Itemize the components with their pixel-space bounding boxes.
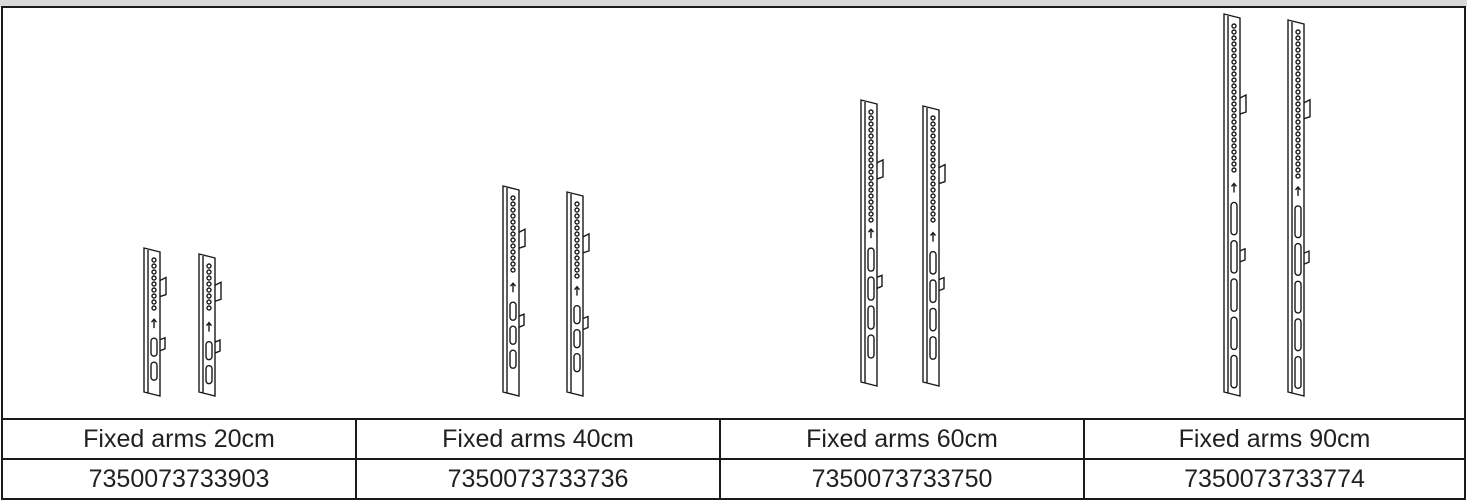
mounting-arm-icon — [860, 99, 884, 387]
mounting-arm-icon — [198, 253, 222, 397]
mounting-arm-icon — [566, 191, 590, 397]
arms-illustration — [143, 13, 1311, 397]
arms-illustration-row — [3, 8, 1464, 420]
product-name-row: Fixed arms 20cm Fixed arms 40cm Fixed ar… — [3, 420, 1464, 460]
mounting-arm-icon — [143, 247, 167, 397]
mounting-arm-icon — [1223, 13, 1247, 397]
product-code-cell: 7350073733774 — [1083, 460, 1464, 498]
product-code-row: 7350073733903 7350073733736 735007373375… — [3, 460, 1464, 498]
header-bar — [0, 0, 1467, 7]
product-table: Fixed arms 20cm Fixed arms 40cm Fixed ar… — [1, 6, 1466, 500]
product-code-cell: 7350073733903 — [88, 464, 270, 493]
product-name-cell: Fixed arms 40cm — [355, 420, 719, 458]
product-name-cell: Fixed arms 60cm — [719, 420, 1083, 458]
mounting-arm-icon — [922, 105, 946, 387]
product-name-cell: Fixed arms 90cm — [1083, 420, 1464, 458]
mounting-arm-icon — [502, 185, 526, 397]
product-code-cell: 7350073733750 — [719, 460, 1083, 498]
mounting-arm-icon — [1287, 19, 1311, 397]
product-code-cell: 7350073733736 — [355, 460, 719, 498]
product-name-cell: Fixed arms 20cm — [83, 424, 275, 453]
